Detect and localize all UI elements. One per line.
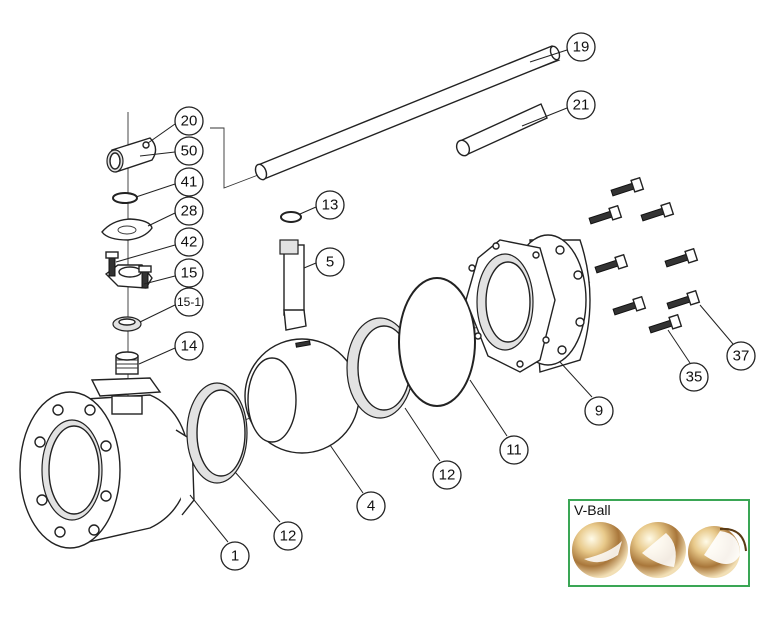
callout-42: 42	[174, 227, 204, 257]
seat-12-right	[346, 317, 414, 419]
callout-50: 50	[174, 136, 204, 166]
callout-13: 13	[315, 190, 345, 220]
svg-text:21: 21	[573, 97, 590, 114]
seat-12-left	[186, 382, 248, 484]
v-ball-image-1	[572, 522, 628, 578]
callout-11: 11	[499, 435, 529, 465]
end-cap-9	[465, 234, 591, 373]
svg-text:13: 13	[322, 197, 339, 214]
valve-body-1	[19, 377, 195, 549]
gland-flange-15	[104, 251, 153, 289]
svg-text:12: 12	[439, 467, 456, 484]
callout-12-left: 12	[273, 521, 303, 551]
extension-pipe-21	[455, 103, 548, 157]
retaining-ring-41	[112, 192, 138, 204]
svg-text:19: 19	[573, 39, 590, 56]
svg-text:9: 9	[595, 403, 603, 420]
callout-28: 28	[174, 196, 204, 226]
bolt-holes	[34, 404, 112, 538]
svg-text:41: 41	[181, 174, 198, 191]
inset-title: V-Ball	[574, 502, 611, 518]
callout-1: 1	[220, 541, 250, 571]
svg-text:15-1: 15-1	[177, 295, 201, 309]
handle-pipe-19	[254, 45, 561, 181]
callout-41: 41	[174, 167, 204, 197]
packing-14	[115, 351, 139, 375]
leader-lines	[115, 49, 734, 543]
svg-text:1: 1	[231, 548, 239, 565]
callout-12-right: 12	[432, 460, 462, 490]
svg-text:42: 42	[181, 234, 198, 251]
svg-text:37: 37	[733, 348, 750, 365]
packing-15-1	[112, 316, 142, 332]
v-ball-image-3	[688, 526, 747, 578]
callout-4: 4	[356, 491, 386, 521]
ball-4	[244, 338, 360, 454]
callout-15-1: 15-1	[174, 287, 204, 317]
svg-text:4: 4	[367, 498, 375, 515]
v-ball-image-2	[630, 522, 686, 578]
callout-14: 14	[174, 331, 204, 361]
callout-21: 21	[566, 90, 596, 120]
stop-plate-28	[101, 218, 153, 241]
callout-35: 35	[679, 362, 709, 392]
callout-19: 19	[566, 32, 596, 62]
o-ring-13	[280, 211, 302, 223]
callout-20: 20	[174, 106, 204, 136]
v-ball-inset: V-Ball	[568, 499, 750, 587]
bolts-35-nuts-37	[588, 176, 701, 334]
svg-text:11: 11	[506, 442, 522, 459]
handle-head-50	[106, 137, 157, 173]
svg-text:5: 5	[326, 254, 334, 271]
callout-37: 37	[726, 341, 756, 371]
v-ball-images	[572, 522, 747, 578]
stem-5	[279, 239, 307, 331]
svg-text:12: 12	[280, 528, 297, 545]
callout-5: 5	[315, 247, 345, 277]
svg-text:28: 28	[181, 203, 198, 220]
svg-text:14: 14	[181, 338, 198, 355]
callout-15: 15	[174, 258, 204, 288]
svg-text:35: 35	[686, 369, 703, 386]
svg-text:50: 50	[181, 143, 198, 160]
gasket-11	[398, 277, 476, 407]
svg-text:20: 20	[181, 113, 198, 130]
callout-9: 9	[584, 396, 614, 426]
svg-text:15: 15	[181, 265, 198, 282]
